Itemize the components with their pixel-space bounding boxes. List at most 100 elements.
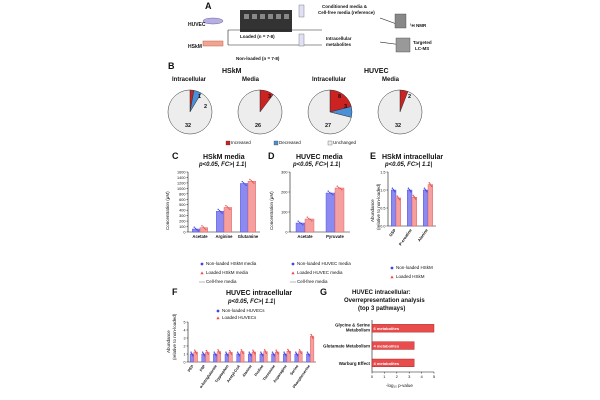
panel-f-datapoint bbox=[276, 350, 278, 353]
panel-c-bar-nonloaded bbox=[192, 228, 201, 233]
panel-g-title-1: HUVEC intracellular: bbox=[352, 290, 411, 296]
panel-e-bar-nonloaded bbox=[407, 189, 413, 227]
panel-f-datapoint bbox=[298, 349, 301, 351]
pie-4-label-unchanged: 32 bbox=[395, 123, 401, 129]
panel-f-datapoint bbox=[213, 351, 215, 353]
panel-c-datapoint bbox=[229, 208, 231, 210]
pie-4-slice-unchanged bbox=[377, 89, 423, 135]
panel-e-bar-loaded bbox=[411, 196, 418, 227]
panel-f-datapoint bbox=[203, 355, 206, 357]
panel-g-letter: G bbox=[320, 287, 328, 297]
panel-e-xtick-label: GSP bbox=[388, 227, 397, 237]
panel-c-datapoint bbox=[205, 228, 207, 231]
panel-d-datapoint bbox=[327, 190, 329, 192]
panel-f-datapoint bbox=[217, 350, 220, 352]
panel-d-ytick-label: 100 bbox=[281, 211, 287, 215]
lcms-label-2: LC-MS bbox=[415, 46, 430, 51]
panel-e-legend-loaded: Loaded HSkM bbox=[396, 274, 425, 279]
panel-g-title-3: (top 3 pathways) bbox=[358, 306, 406, 312]
panel-e-ytick-label: 0.5 bbox=[380, 207, 385, 211]
panel-e-datapoint bbox=[409, 189, 411, 192]
panel-d-ytick-label: 0 bbox=[285, 231, 287, 235]
panel-e-datapoint bbox=[426, 191, 428, 193]
panel-f-datapoint bbox=[230, 352, 232, 354]
panel-e-legend-nonloaded: Non-loaded HSkM bbox=[396, 265, 433, 270]
panel-f-datapoint bbox=[277, 353, 279, 355]
nmr-instrument-icon bbox=[394, 13, 407, 29]
panel-c-ytick-label: 200 bbox=[179, 220, 185, 224]
panel-f-datapoint bbox=[238, 353, 240, 356]
panel-f-datapoint bbox=[260, 351, 262, 353]
panel-d-xtick-label: Acetate bbox=[297, 234, 313, 239]
panel-f-datapoint bbox=[264, 350, 266, 352]
panel-c-datapoint bbox=[220, 211, 222, 213]
panel-f-ylabel-2: (relative to non-loaded) bbox=[172, 313, 177, 360]
panel-f-datapoint bbox=[217, 349, 219, 351]
panel-d-datapoint bbox=[306, 216, 308, 218]
pie-2-label-increased: 3 bbox=[268, 94, 271, 100]
panel-d-datapoint bbox=[300, 222, 303, 225]
panel-f-datapoint bbox=[285, 355, 287, 357]
panel-e-datapoint bbox=[413, 195, 415, 198]
panel-c-datapoint bbox=[194, 227, 197, 230]
panel-g-category-label: Warburg Effect bbox=[339, 361, 371, 366]
panel-e-datapoint bbox=[396, 195, 398, 197]
panel-c-legend-loaded-marker bbox=[200, 271, 204, 275]
panel-f-legend-nonloaded-marker bbox=[216, 309, 220, 313]
panel-d-letter: D bbox=[268, 151, 275, 161]
panel-f-datapoint bbox=[227, 355, 229, 357]
panel-f-datapoint bbox=[289, 352, 291, 354]
panel-f-datapoint bbox=[218, 351, 220, 353]
panel-e-datapoint bbox=[397, 196, 399, 199]
panel-f-datapoint bbox=[226, 353, 228, 356]
panel-d-datapoint bbox=[297, 220, 299, 222]
panel-c-datapoint bbox=[241, 180, 243, 183]
conditioned-media-label-1: Conditioned media & bbox=[322, 4, 367, 9]
panel-f-datapoint bbox=[253, 351, 255, 354]
panel-f-datapoint bbox=[284, 353, 287, 356]
panel-c-bar-nonloaded bbox=[216, 211, 225, 233]
panel-f-datapoint bbox=[195, 351, 197, 354]
nonloaded-label: Non-loaded (n = 7-8) bbox=[236, 56, 280, 61]
panel-f-datapoint bbox=[312, 337, 314, 339]
panel-f-datapoint bbox=[191, 353, 193, 356]
panel-f-datapoint bbox=[190, 351, 192, 353]
pie-1-label-decreased: 2 bbox=[204, 104, 207, 110]
panel-f-xtick-label: Proline bbox=[254, 364, 265, 377]
panel-f-datapoint bbox=[287, 348, 289, 351]
pie-2-title: Media bbox=[242, 77, 260, 83]
panel-f-datapoint bbox=[265, 351, 267, 353]
panel-e-xtick-label: P-creatine bbox=[398, 227, 414, 246]
panel-c-ytick-label: 1200 bbox=[177, 181, 185, 185]
panel-f-datapoint bbox=[229, 351, 231, 353]
panel-f-datapoint bbox=[300, 352, 303, 355]
conditioned-media-label-2: Cell-free media (reference) bbox=[318, 10, 375, 15]
panel-c-datapoint bbox=[249, 178, 251, 181]
panel-d-bar-loaded bbox=[334, 187, 345, 233]
panel-d-datapoint bbox=[332, 194, 334, 196]
panel-e-bar-nonloaded bbox=[391, 189, 397, 227]
panel-f-datapoint bbox=[242, 352, 244, 355]
legend-increased-swatch bbox=[225, 140, 231, 146]
panel-d-datapoint bbox=[311, 220, 313, 222]
hskm-cells-icon bbox=[202, 40, 224, 47]
panel-g-xtick-label: 0 bbox=[371, 374, 374, 379]
pie-group-huvec: HUVEC bbox=[364, 68, 389, 75]
panel-c-datapoint bbox=[221, 212, 223, 214]
panel-f-datapoint bbox=[273, 355, 276, 357]
panel-d-bar-loaded bbox=[304, 218, 315, 233]
panel-f-datapoint bbox=[296, 353, 298, 356]
panel-e-legend-loaded-marker bbox=[390, 275, 394, 279]
panel-e-datapoint bbox=[398, 197, 400, 200]
panel-e-legend-nonloaded-marker bbox=[390, 266, 394, 270]
nmr-label: ¹H NMR bbox=[410, 23, 427, 28]
plate-well bbox=[284, 14, 289, 19]
pie-3-label-increased: 8 bbox=[338, 94, 341, 100]
pie-2-slice-unchanged bbox=[237, 89, 283, 135]
panel-g-xtick-label: 4 bbox=[420, 374, 423, 379]
panel-d-ylabel: Concentration (μM) bbox=[269, 191, 274, 230]
panel-f-datapoint bbox=[307, 352, 309, 355]
panel-e-xtick-label: Alanine bbox=[416, 227, 429, 242]
panel-f-datapoint bbox=[236, 351, 239, 353]
